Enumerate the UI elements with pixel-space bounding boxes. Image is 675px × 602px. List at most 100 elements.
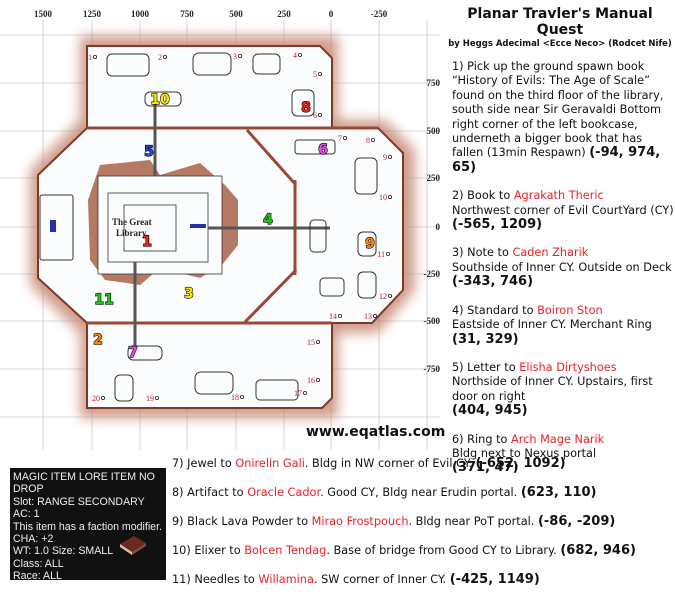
spawn-label: 4 bbox=[293, 51, 297, 60]
npc-name: Oracle Cador bbox=[247, 486, 321, 499]
quest-author: by Heggs Adecimal <Ecce Neco> (Rodcet Ni… bbox=[448, 39, 672, 49]
spawn-label: 10 bbox=[379, 193, 387, 202]
quest-title: Planar Travler's Manual Quest bbox=[467, 6, 653, 38]
step-coord: (-94, 974, 65) bbox=[452, 145, 661, 175]
tooltip-line: WT: 1.0 Size: SMALL bbox=[13, 545, 114, 558]
spawn-label: 14 bbox=[329, 312, 337, 321]
step-11: 11) Needles to Willamina. SW corner of I… bbox=[172, 571, 636, 600]
y-axis-label: 0 bbox=[436, 222, 441, 232]
spawn-point: 1 bbox=[88, 53, 98, 62]
spawn-point: 17 bbox=[294, 389, 307, 398]
spawn-dot bbox=[342, 135, 347, 140]
eqatlas-watermark: www.eqatlas.com bbox=[306, 424, 446, 440]
step-coord: (-565, 1209) bbox=[452, 217, 543, 233]
spawn-dot bbox=[387, 293, 392, 298]
step-description: . Good CY, Bldg near Erudin portal. bbox=[320, 486, 521, 499]
step-prefix: 6) Ring to bbox=[452, 432, 512, 446]
y-axis-label: -750 bbox=[424, 364, 441, 374]
spawn-dot bbox=[317, 113, 322, 118]
npc-name: Arch Mage Narik bbox=[511, 432, 605, 446]
x-axis-label: 1500 bbox=[34, 9, 53, 19]
spawn-point: 18 bbox=[231, 393, 244, 402]
step-coord: (-425, 1149) bbox=[449, 572, 540, 587]
step-prefix: 10) Elixer to bbox=[172, 544, 245, 557]
y-axis-label: 750 bbox=[427, 78, 441, 88]
y-axis-label: 250 bbox=[427, 173, 441, 183]
spawn-point: 2 bbox=[158, 53, 167, 62]
step-coord: (404, 945) bbox=[452, 403, 528, 419]
spawn-point: 16 bbox=[307, 376, 320, 385]
quest-marker-10: 10 bbox=[150, 92, 170, 108]
tooltip-line: Class: ALL bbox=[13, 557, 64, 570]
spawn-label: 13 bbox=[364, 312, 372, 321]
step-coord: (-343, 746) bbox=[452, 274, 534, 290]
spawn-dot bbox=[297, 53, 302, 58]
spawn-point: 7 bbox=[338, 134, 347, 143]
npc-name: Mirao Frostpouch bbox=[311, 515, 409, 528]
ne-bridge bbox=[245, 129, 298, 186]
spawn-dot bbox=[162, 55, 167, 60]
step-coord: (682, 946) bbox=[560, 543, 636, 558]
quest-marker-3: 3 bbox=[184, 286, 194, 302]
step-description: Southside of Inner CY. Outside on Deck bbox=[452, 260, 672, 274]
spawn-point: 11 bbox=[377, 250, 390, 259]
npc-name: Onirelin Gali bbox=[235, 457, 305, 470]
step-coord: (31, 329) bbox=[452, 331, 519, 347]
spawn-point: 3 bbox=[233, 52, 242, 61]
step-9: 9) Black Lava Powder to Mirao Frostpouch… bbox=[172, 513, 636, 542]
step-10: 10) Elixer to Bolcen Tendag. Base of bri… bbox=[172, 542, 636, 571]
step-prefix: 3) Note to bbox=[452, 246, 513, 260]
step-description: Northside of Inner CY. Upstairs, first d… bbox=[452, 375, 653, 403]
quest-marker-11: 11 bbox=[94, 292, 113, 308]
spawn-point: 10 bbox=[379, 193, 392, 202]
tooltip-line: This item has a faction modifier. bbox=[13, 520, 162, 533]
y-axis-label: -250 bbox=[424, 269, 441, 279]
step-coord: (-652, 1092) bbox=[475, 456, 566, 471]
spawn-dot bbox=[302, 390, 307, 395]
spawn-label: 20 bbox=[92, 394, 100, 403]
quest-marker-6: 6 bbox=[318, 142, 328, 158]
spawn-label: 19 bbox=[146, 394, 154, 403]
tooltip-line: MAGIC ITEM LORE ITEM NO DROP bbox=[13, 471, 155, 496]
step-description: . Bldg near PoT portal. bbox=[408, 515, 538, 528]
spawn-dot bbox=[101, 395, 106, 400]
spawn-point: 15 bbox=[307, 338, 320, 347]
step-prefix: 11) Needles to bbox=[172, 573, 259, 586]
npc-name: Agrakath Theric bbox=[513, 189, 604, 203]
quest-marker-5: 5 bbox=[144, 144, 154, 160]
spawn-dot bbox=[387, 194, 392, 199]
spawn-point: 5 bbox=[313, 70, 322, 79]
spawn-dot bbox=[385, 251, 390, 256]
step-7: 7) Jewel to Onirelin Gali. Bldg in NW co… bbox=[172, 455, 636, 484]
spawn-label: 1 bbox=[88, 53, 92, 62]
spawn-label: 17 bbox=[294, 389, 302, 398]
spawn-dot bbox=[93, 55, 98, 60]
library-label-line1: The Great bbox=[112, 217, 152, 227]
quest-marker-7: 7 bbox=[128, 345, 138, 361]
spawn-label: 3 bbox=[233, 52, 237, 61]
x-axis-label: 500 bbox=[229, 9, 243, 19]
npc-name: Elisha Dirtyshoes bbox=[519, 360, 617, 374]
spawn-label: 12 bbox=[379, 292, 387, 301]
step-description: . Bldg in NW corner of Evil CY. bbox=[304, 457, 476, 470]
spawn-point: 13 bbox=[364, 312, 377, 321]
step-description: Eastside of Inner CY. Merchant Ring bbox=[452, 318, 652, 332]
tooltip-line: Race: ALL bbox=[13, 570, 62, 583]
spawn-dot bbox=[372, 313, 377, 318]
se-bridge bbox=[243, 268, 298, 324]
x-axis-label: 750 bbox=[180, 9, 194, 19]
west-portal bbox=[50, 220, 56, 232]
y-axis-label: -500 bbox=[424, 316, 441, 326]
spawn-dot bbox=[154, 395, 159, 400]
spawn-point: 19 bbox=[146, 394, 159, 403]
spawn-label: 15 bbox=[307, 338, 315, 347]
npc-name: Bolcen Tendag bbox=[244, 544, 327, 557]
